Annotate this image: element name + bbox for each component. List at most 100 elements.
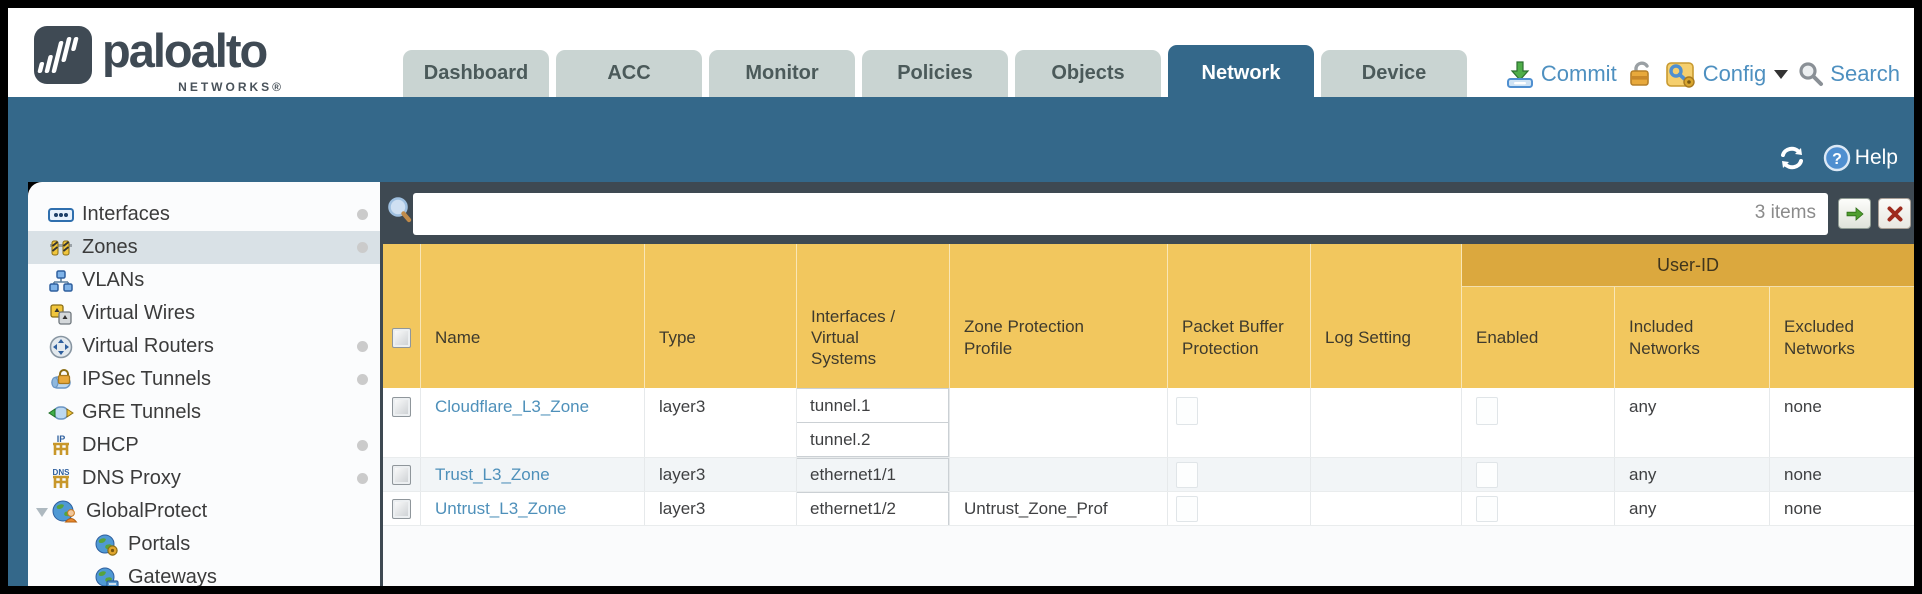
row-checkbox[interactable] <box>392 397 411 417</box>
sidebar-item-label: GRE Tunnels <box>82 401 201 423</box>
sidebar-item-globalprotect[interactable]: GlobalProtect <box>28 495 380 528</box>
cell-interfaces: ethernet1/2 <box>797 492 950 525</box>
lock-icon[interactable] <box>1627 59 1655 89</box>
col-header-included-networks[interactable]: Included Networks <box>1615 244 1770 388</box>
teal-band: ? Help <box>8 97 1914 182</box>
status-dot <box>357 440 368 451</box>
sidebar-item-dhcp[interactable]: IP DHCP <box>28 429 380 462</box>
paloalto-logo-icon <box>34 26 92 84</box>
close-icon <box>1887 206 1902 221</box>
sidebar-item-gateways[interactable]: Gateways <box>28 561 380 586</box>
cell-included-networks: any <box>1615 458 1770 491</box>
apply-filter-button[interactable] <box>1838 198 1871 229</box>
row-checkbox[interactable] <box>392 464 411 485</box>
packet-buffer-checkbox <box>1176 397 1198 425</box>
cell-packet-buffer-protection <box>1168 492 1311 525</box>
interface-entry: ethernet1/2 <box>797 492 949 525</box>
row-checkbox[interactable] <box>392 498 411 519</box>
refresh-icon[interactable] <box>1777 144 1807 172</box>
sidebar-item-virtual-routers[interactable]: Virtual Routers <box>28 330 380 363</box>
enabled-checkbox <box>1476 461 1498 488</box>
sidebar-item-label: Portals <box>128 533 191 555</box>
col-header-excluded-networks[interactable]: Excluded Networks <box>1784 317 1855 358</box>
sidebar-item-interfaces[interactable]: Interfaces <box>28 198 380 231</box>
sidebar-item-ipsec-tunnels[interactable]: IPSec Tunnels <box>28 363 380 396</box>
globalprotect-icon <box>52 500 78 524</box>
col-header-log-setting[interactable]: Log Setting <box>1311 244 1462 388</box>
filter-input[interactable] <box>413 193 1828 235</box>
packet-buffer-checkbox <box>1176 495 1198 522</box>
interface-entry: tunnel.2 <box>797 422 949 457</box>
zone-name-link[interactable]: Untrust_L3_Zone <box>435 498 567 518</box>
interfaces-icon <box>48 203 74 227</box>
help-button[interactable]: ? Help <box>1823 144 1898 172</box>
dhcp-icon: IP <box>48 434 74 458</box>
brand-name: paloalto <box>102 24 268 77</box>
left-margin <box>8 182 28 586</box>
col-header-type[interactable]: Type <box>645 244 797 388</box>
col-header-packet-buffer-protection[interactable]: Packet Buffer Protection <box>1168 244 1311 388</box>
enabled-checkbox <box>1476 495 1498 522</box>
cell-type: layer3 <box>645 388 797 457</box>
zone-name-link[interactable]: Cloudflare_L3_Zone <box>435 397 590 416</box>
portals-icon <box>94 533 120 557</box>
tab-network[interactable]: Network <box>1168 45 1314 101</box>
table-row[interactable]: Cloudflare_L3_Zone layer3 tunnel.1 tunne… <box>383 388 1914 458</box>
svg-text:DNS: DNS <box>53 468 71 477</box>
sidebar-item-portals[interactable]: Portals <box>28 528 380 561</box>
cell-included-networks: any <box>1615 388 1770 457</box>
tab-objects[interactable]: Objects <box>1015 50 1161 97</box>
tab-acc[interactable]: ACC <box>556 50 702 97</box>
table-row[interactable]: Trust_L3_Zone layer3 ethernet1/1 any non… <box>383 458 1914 492</box>
sidebar-item-gre-tunnels[interactable]: GRE Tunnels <box>28 396 380 429</box>
sidebar-item-label: IPSec Tunnels <box>82 368 211 390</box>
zones-icon <box>48 236 74 260</box>
network-sidebar: Interfaces Zones VLANs Vir <box>28 182 380 586</box>
zones-table: User-ID Name Type Interfaces / Virtual S… <box>383 244 1914 526</box>
sidebar-item-label: Gateways <box>128 566 217 586</box>
sidebar-item-dns-proxy[interactable]: DNS DNS Proxy <box>28 462 380 495</box>
tab-dashboard[interactable]: Dashboard <box>403 50 549 97</box>
zones-table-header: User-ID Name Type Interfaces / Virtual S… <box>383 244 1914 388</box>
cell-name: Trust_L3_Zone <box>421 458 645 491</box>
select-all-checkbox[interactable] <box>392 327 411 348</box>
col-header-interfaces[interactable]: Interfaces / Virtual Systems <box>797 244 950 388</box>
search-icon <box>1799 62 1824 86</box>
virtual-wires-icon <box>48 302 74 326</box>
enabled-checkbox <box>1476 397 1498 425</box>
vlans-icon <box>48 269 74 293</box>
commit-button[interactable]: Commit <box>1505 59 1617 89</box>
clear-filter-button[interactable] <box>1878 198 1911 229</box>
sidebar-item-label: VLANs <box>82 269 145 291</box>
sidebar-item-label: Virtual Wires <box>82 302 195 324</box>
collapse-triangle-icon[interactable] <box>34 504 50 520</box>
cell-name: Cloudflare_L3_Zone <box>421 388 645 457</box>
sidebar-item-vlans[interactable]: VLANs <box>28 264 380 297</box>
tab-policies[interactable]: Policies <box>862 50 1008 97</box>
select-all-cell <box>383 244 421 388</box>
sidebar-item-zones[interactable]: Zones <box>28 231 380 264</box>
config-icon <box>1665 62 1695 88</box>
top-bar: paloalto NETWORKS® Dashboard ACC Monitor… <box>8 8 1914 101</box>
config-menu[interactable]: Config <box>1665 59 1789 89</box>
table-row[interactable]: Untrust_L3_Zone layer3 ethernet1/2 Untru… <box>383 492 1914 526</box>
content-area: Interfaces Zones VLANs Vir <box>8 182 1914 586</box>
packet-buffer-checkbox <box>1176 461 1198 488</box>
sidebar-item-label: Virtual Routers <box>82 335 214 357</box>
col-header-name[interactable]: Name <box>421 244 645 388</box>
col-header-enabled[interactable]: Enabled <box>1462 244 1615 388</box>
svg-text:?: ? <box>1832 151 1842 168</box>
tab-device[interactable]: Device <box>1321 50 1467 97</box>
tab-monitor[interactable]: Monitor <box>709 50 855 97</box>
search-button[interactable]: Search <box>1798 61 1900 87</box>
cell-log-setting <box>1311 388 1462 457</box>
cell-enabled <box>1462 492 1615 525</box>
zone-name-link[interactable]: Trust_L3_Zone <box>435 464 550 484</box>
row-select-cell <box>383 458 421 491</box>
col-header-zone-protection-profile[interactable]: Zone Protection Profile <box>950 244 1168 388</box>
status-dot <box>357 341 368 352</box>
sidebar-item-virtual-wires[interactable]: Virtual Wires <box>28 297 380 330</box>
sidebar-item-label: GlobalProtect <box>86 500 208 522</box>
zones-main-panel: 3 items User-ID <box>380 182 1914 586</box>
